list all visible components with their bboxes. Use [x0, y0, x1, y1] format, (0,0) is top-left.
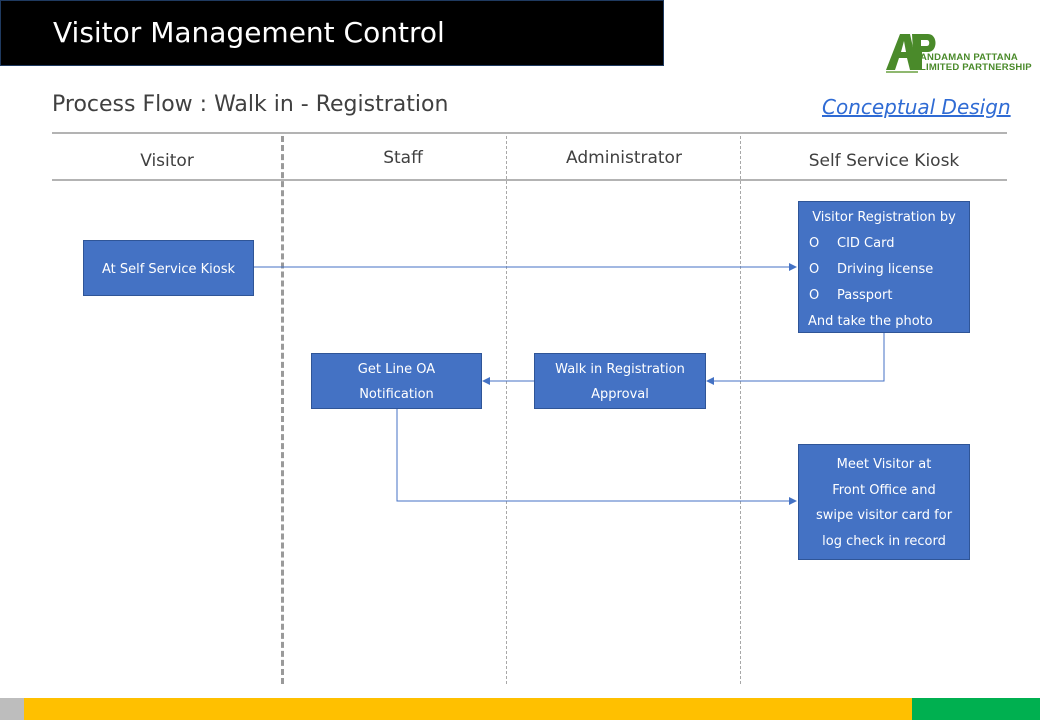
process-box-meet-visitor: Meet Visitor at Front Office and swipe v…	[798, 444, 970, 560]
lane-label-staff: Staff	[383, 148, 423, 168]
process-box-visitor-registration: Visitor Registration by O CID Card O Drivi…	[798, 201, 970, 333]
footer-band-green	[912, 698, 1040, 720]
company-logo: ANDAMAN PATTANA LIMITED PARTNERSHIP	[884, 30, 1032, 74]
conceptual-design-link[interactable]: Conceptual Design	[822, 95, 1011, 119]
box-label-line1: Meet Visitor at	[836, 457, 932, 472]
arrow-notification-to-meet	[396, 408, 797, 505]
lane-label-self-service-kiosk: Self Service Kiosk	[808, 151, 960, 171]
option-label: CID Card	[837, 236, 895, 251]
arrow-registration-to-approval	[706, 332, 885, 385]
page-title: Visitor Management Control	[53, 16, 445, 49]
registration-title: Visitor Registration by	[812, 210, 956, 225]
header-bar: Visitor Management Control	[0, 0, 664, 66]
box-label-line4: log check in record	[822, 533, 946, 549]
process-box-at-self-service-kiosk: At Self Service Kiosk	[83, 240, 254, 296]
registration-option: O Passport	[799, 283, 969, 309]
lane-label-administrator: Administrator	[566, 148, 682, 168]
lane-divider-staff-administrator	[506, 136, 507, 684]
bullet-circle-icon: O	[809, 288, 820, 303]
logo-text-line1: ANDAMAN PATTANA	[920, 52, 1018, 63]
lane-divider-administrator-kiosk	[740, 136, 741, 684]
box-label-line2: Approval	[591, 387, 649, 402]
registration-option: O Driving license	[799, 257, 969, 283]
process-box-get-line-oa-notification: Get Line OA Notification	[311, 353, 482, 409]
box-label: At Self Service Kiosk	[101, 262, 236, 277]
ap-logo-mark-icon	[886, 34, 936, 73]
logo-text-line2: LIMITED PARTNERSHIP	[920, 62, 1032, 73]
process-flow-subtitle: Process Flow : Walk in - Registration	[52, 92, 449, 117]
lane-label-visitor: Visitor	[140, 151, 194, 171]
footer-band-gray	[0, 698, 24, 720]
box-label-line2: Notification	[359, 387, 434, 402]
box-label-line2: Front Office and	[832, 482, 936, 498]
box-label-line1: Get Line OA	[357, 362, 436, 377]
lane-header-bottom-rule	[52, 179, 1007, 181]
footer-band-yellow	[24, 698, 912, 720]
box-label-line1: Walk in Registration	[555, 362, 685, 377]
option-label: Driving license	[837, 262, 934, 277]
box-label-line3: swipe visitor card for	[815, 508, 953, 523]
option-label: Passport	[837, 288, 893, 303]
registration-footer: And take the photo	[808, 314, 933, 329]
bullet-circle-icon: O	[809, 262, 820, 277]
lane-header-top-rule	[52, 132, 1007, 134]
bullet-circle-icon: O	[809, 236, 820, 251]
lane-divider-visitor-staff	[281, 136, 284, 684]
process-box-walk-in-registration-approval: Walk in Registration Approval	[534, 353, 706, 409]
registration-option: O CID Card	[799, 231, 969, 257]
